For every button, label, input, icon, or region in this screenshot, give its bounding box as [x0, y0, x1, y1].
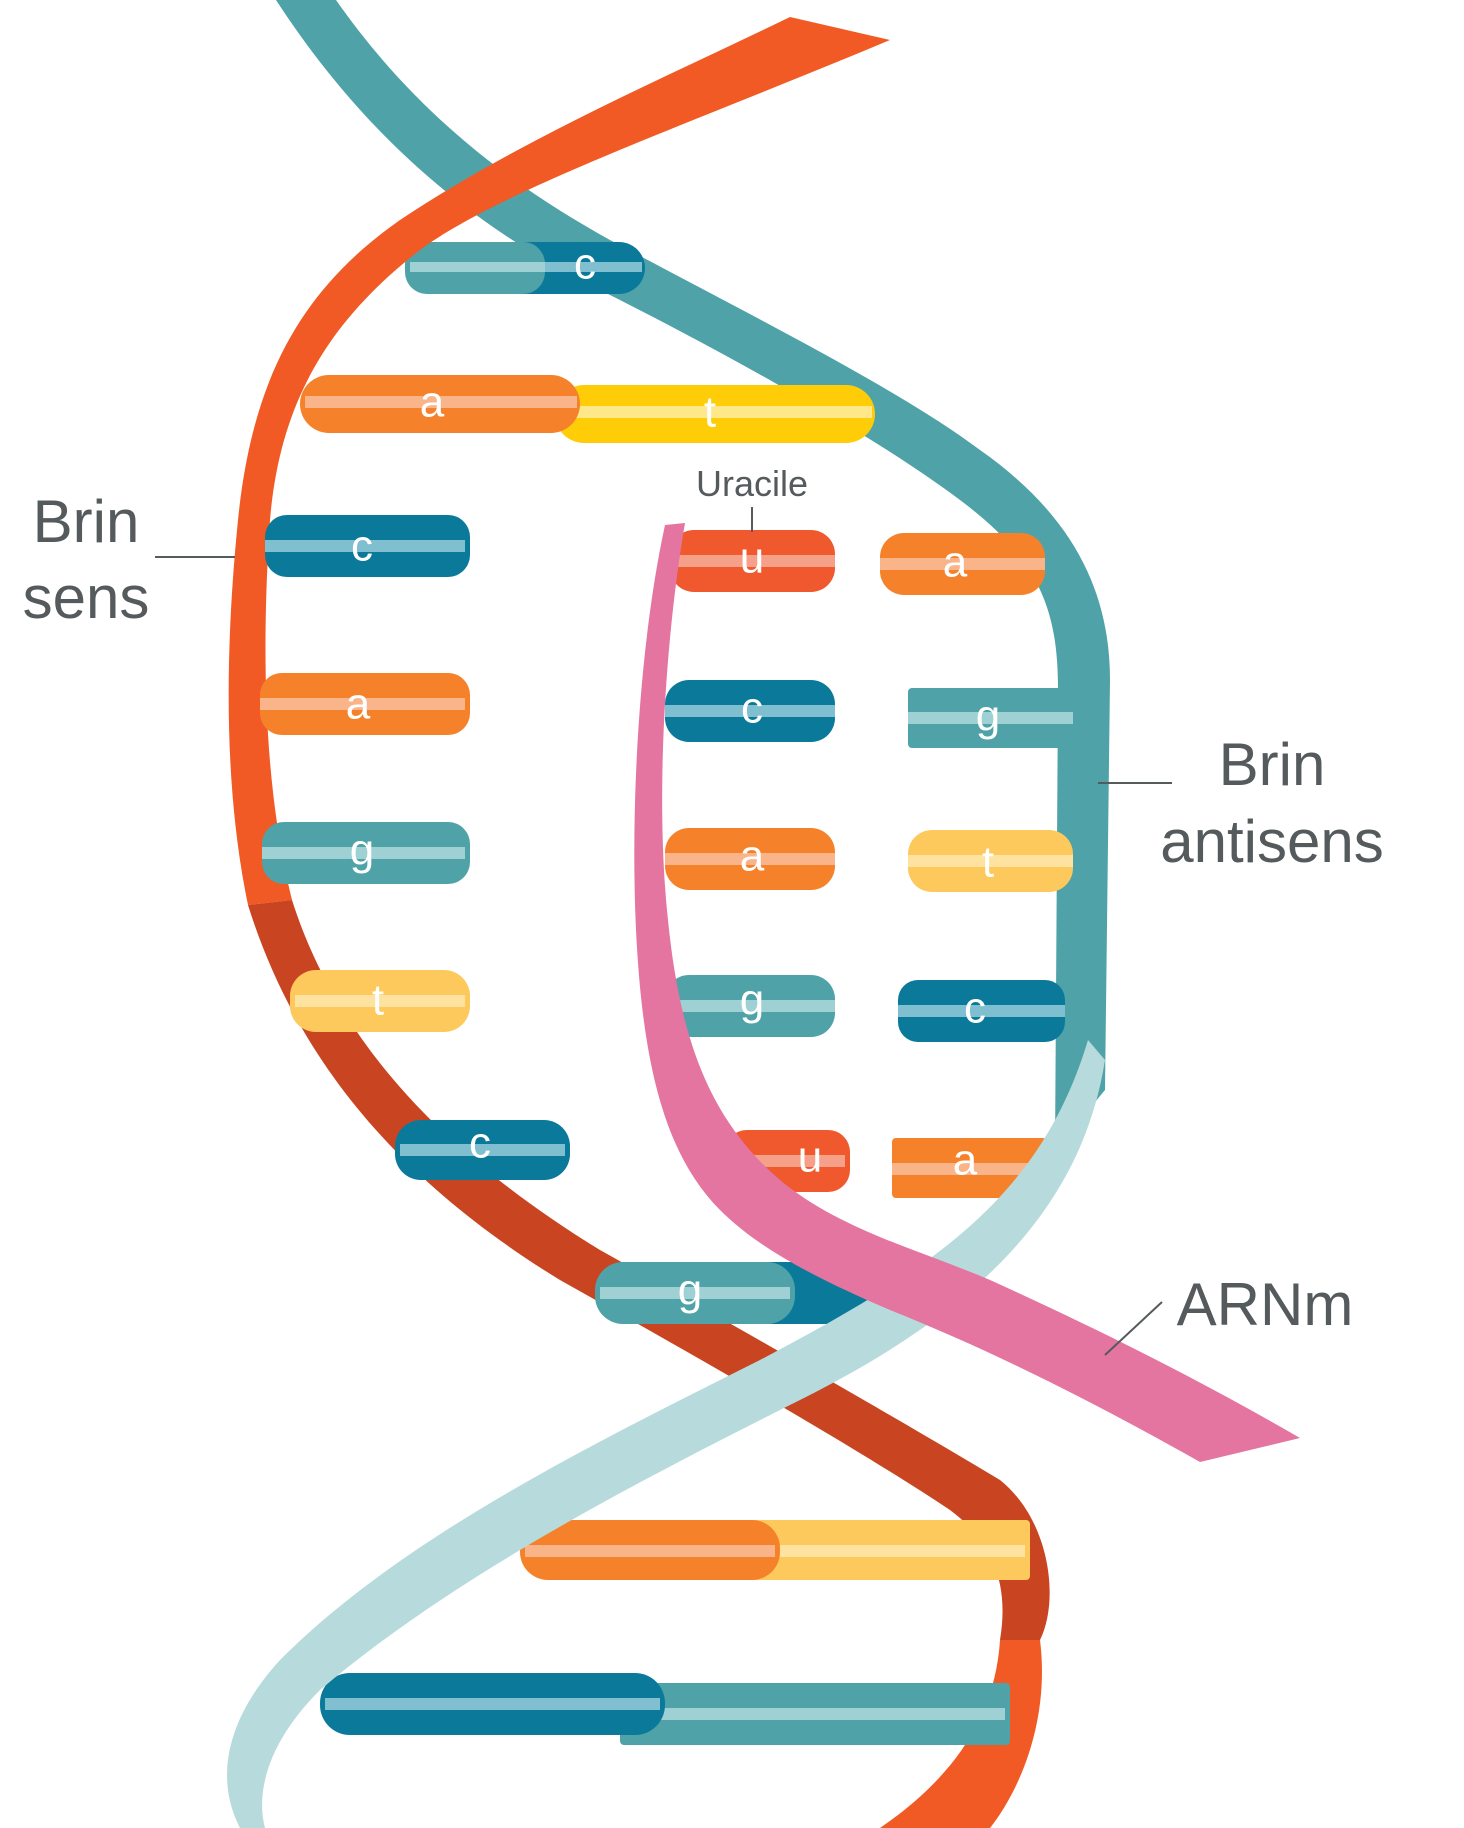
sense-base-5	[395, 1120, 570, 1180]
base-letter-antisense-5: a	[953, 1136, 978, 1185]
base-letter-sense-1: c	[351, 522, 373, 571]
sense-label-line2: sens	[23, 564, 150, 631]
base-letter-sense-2: a	[346, 680, 371, 729]
base-letter-mrna-5: u	[798, 1133, 822, 1182]
antisense-bases	[880, 533, 1073, 1198]
mrna-base-1	[670, 530, 835, 592]
base-pair-lower-1	[520, 1520, 1030, 1580]
base-letter-top-a: a	[420, 378, 445, 427]
base-letter-antisense-1: a	[943, 538, 968, 587]
antisense-strand-light	[227, 1040, 1105, 1828]
mrna-leader-line	[1104, 1301, 1163, 1356]
mrna-base-2	[665, 680, 835, 742]
base-letter-sense-6: g	[678, 1266, 702, 1315]
sense-base-4	[290, 970, 470, 1032]
base-letter-mrna-4: g	[740, 976, 764, 1025]
base-letter-top-t: t	[704, 388, 716, 437]
mrna-label: ARNm	[1177, 1271, 1354, 1338]
antisense-base-2	[908, 688, 1073, 748]
antisense-base-3	[908, 830, 1073, 892]
mrna-base-3	[665, 828, 835, 890]
sense-strand	[228, 17, 890, 905]
sense-base-1	[265, 515, 470, 577]
sense-base-3	[262, 822, 470, 884]
sense-bases	[260, 515, 910, 1324]
mrna-base-4	[665, 975, 835, 1037]
base-letter-mrna-1: u	[740, 534, 764, 583]
uracil-label: Uracile	[696, 463, 808, 504]
base-letter-antisense-4: c	[964, 984, 986, 1033]
base-pair-lower-2	[320, 1673, 1010, 1745]
base-letter-top-c: c	[574, 240, 596, 289]
base-pair-top-2	[300, 375, 875, 443]
base-pair-top-1	[405, 242, 645, 294]
base-letter-sense-4: t	[372, 976, 384, 1025]
mrna-bases	[665, 530, 850, 1192]
sense-label-line1: Brin	[33, 488, 140, 555]
base-letters: c a t c a g t c g u c a g u a g t c a	[346, 240, 1000, 1315]
base-letter-mrna-3: a	[740, 832, 765, 881]
sense-base-2	[260, 673, 470, 735]
antisense-base-5	[892, 1138, 1047, 1198]
antisense-base-4	[898, 980, 1065, 1042]
base-letter-mrna-2: c	[741, 684, 763, 733]
base-letter-antisense-3: t	[982, 838, 994, 887]
base-letter-antisense-2: g	[976, 692, 1000, 741]
antisense-label-line2: antisens	[1160, 808, 1383, 875]
mrna-strand	[634, 523, 1300, 1462]
antisense-base-1	[880, 533, 1045, 595]
base-letter-sense-5: c	[469, 1119, 491, 1168]
base-letter-sense-3: g	[350, 826, 374, 875]
antisense-label-line1: Brin	[1219, 731, 1326, 798]
